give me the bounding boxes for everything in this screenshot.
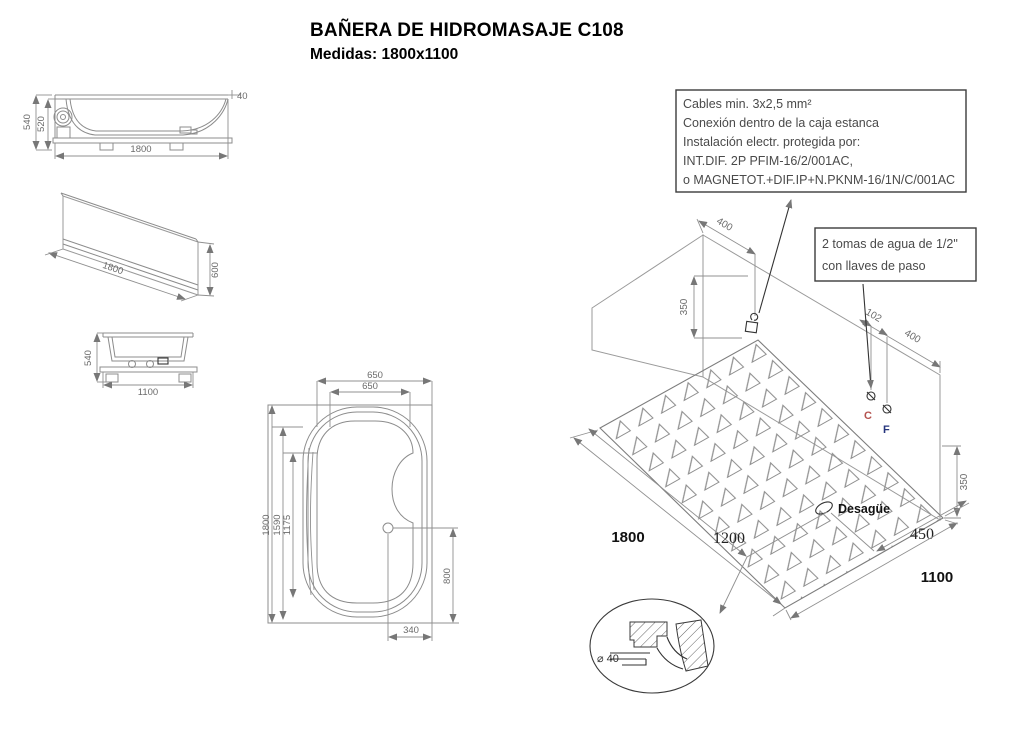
end-view: 540 1100 bbox=[83, 332, 198, 398]
dim-iso-400-taps: 400 bbox=[902, 328, 922, 346]
dim-end-540: 540 bbox=[83, 350, 94, 366]
water-supply-note-box: 2 tomas de agua de 1/2" con llaves de pa… bbox=[814, 227, 977, 282]
drain-fitting bbox=[157, 357, 174, 365]
title-block: BAÑERA DE HIDROMASAJE C108 Medidas: 1800… bbox=[310, 20, 624, 64]
foot bbox=[178, 373, 192, 383]
side-view: 540 520 1800 40 bbox=[22, 90, 248, 160]
dim-side-520: 520 bbox=[36, 116, 47, 132]
cold-tap-label: F bbox=[883, 424, 890, 436]
cables-note-line: Cables min. 3x2,5 mm² bbox=[683, 97, 812, 111]
dim-top-1590: 1590 bbox=[272, 514, 283, 535]
hot-tap-symbol bbox=[866, 391, 876, 401]
detail-diameter-label: ⌀ 40 bbox=[597, 653, 619, 665]
water-note-line: con llaves de paso bbox=[822, 259, 926, 273]
hot-tap-label: C bbox=[864, 410, 872, 422]
dim-top-1175: 1175 bbox=[282, 515, 293, 535]
dim-top-1800: 1800 bbox=[261, 514, 272, 535]
cables-note-line: o MAGNETOT.+DIF.IP+N.PKNM-16/1N/C/001AC bbox=[683, 173, 955, 187]
dim-top-340: 340 bbox=[403, 625, 419, 636]
water-note-line: 2 tomas de agua de 1/2" bbox=[822, 237, 958, 251]
cables-note-box: Cables min. 3x2,5 mm² Conexión dentro de… bbox=[675, 89, 967, 193]
dim-side-540: 540 bbox=[22, 114, 33, 130]
dim-top-650-outer: 650 bbox=[367, 370, 383, 381]
drain-hole bbox=[382, 522, 394, 534]
foot bbox=[169, 142, 184, 151]
electrical-cable-symbol bbox=[744, 312, 759, 334]
base-board bbox=[52, 137, 233, 144]
foot bbox=[105, 373, 119, 383]
dim-iso-450: 450 bbox=[910, 526, 934, 543]
page-subtitle: Medidas: 1800x1100 bbox=[310, 46, 459, 63]
hatched-section-left bbox=[629, 621, 668, 648]
foot bbox=[99, 142, 114, 151]
water-note-arrow bbox=[862, 283, 874, 389]
dim-iso-1200: 1200 bbox=[713, 530, 745, 547]
cables-note-line: Instalación electr. protegida por: bbox=[683, 135, 860, 149]
installation-iso-view: 400 350 102 400 bbox=[569, 89, 977, 621]
top-view: 650 650 1800 1590 1175 800 340 bbox=[261, 370, 459, 641]
basin-outline bbox=[316, 420, 414, 604]
dim-end-1100: 1100 bbox=[138, 387, 158, 398]
cables-note-line: Conexión dentro de la caja estanca bbox=[683, 116, 879, 130]
dim-panel-600: 600 bbox=[210, 262, 221, 278]
dim-top-650-inner: 650 bbox=[362, 381, 378, 392]
drain-detail-view: ⌀ 40 bbox=[589, 598, 715, 694]
dim-iso-350-cable: 350 bbox=[679, 298, 690, 315]
dim-top-800: 800 bbox=[442, 568, 453, 584]
dim-iso-350-taps: 350 bbox=[959, 473, 970, 490]
dim-iso-1100: 1100 bbox=[921, 569, 954, 586]
drain-label: Desagüe bbox=[838, 502, 890, 516]
dim-iso-1800: 1800 bbox=[611, 529, 644, 546]
cables-note-line: INT.DIF. 2P PFIM-16/2/001AC, bbox=[683, 154, 853, 168]
cold-tap-symbol bbox=[882, 404, 892, 414]
dim-side-40: 40 bbox=[237, 91, 248, 102]
page-title: BAÑERA DE HIDROMASAJE C108 bbox=[310, 20, 624, 41]
cable-note-arrow bbox=[758, 199, 793, 314]
dim-side-1800: 1800 bbox=[130, 144, 151, 155]
drain-fitting bbox=[179, 126, 198, 135]
apron-panel-view: 1800 600 bbox=[44, 192, 221, 302]
pump-motor bbox=[53, 107, 73, 139]
